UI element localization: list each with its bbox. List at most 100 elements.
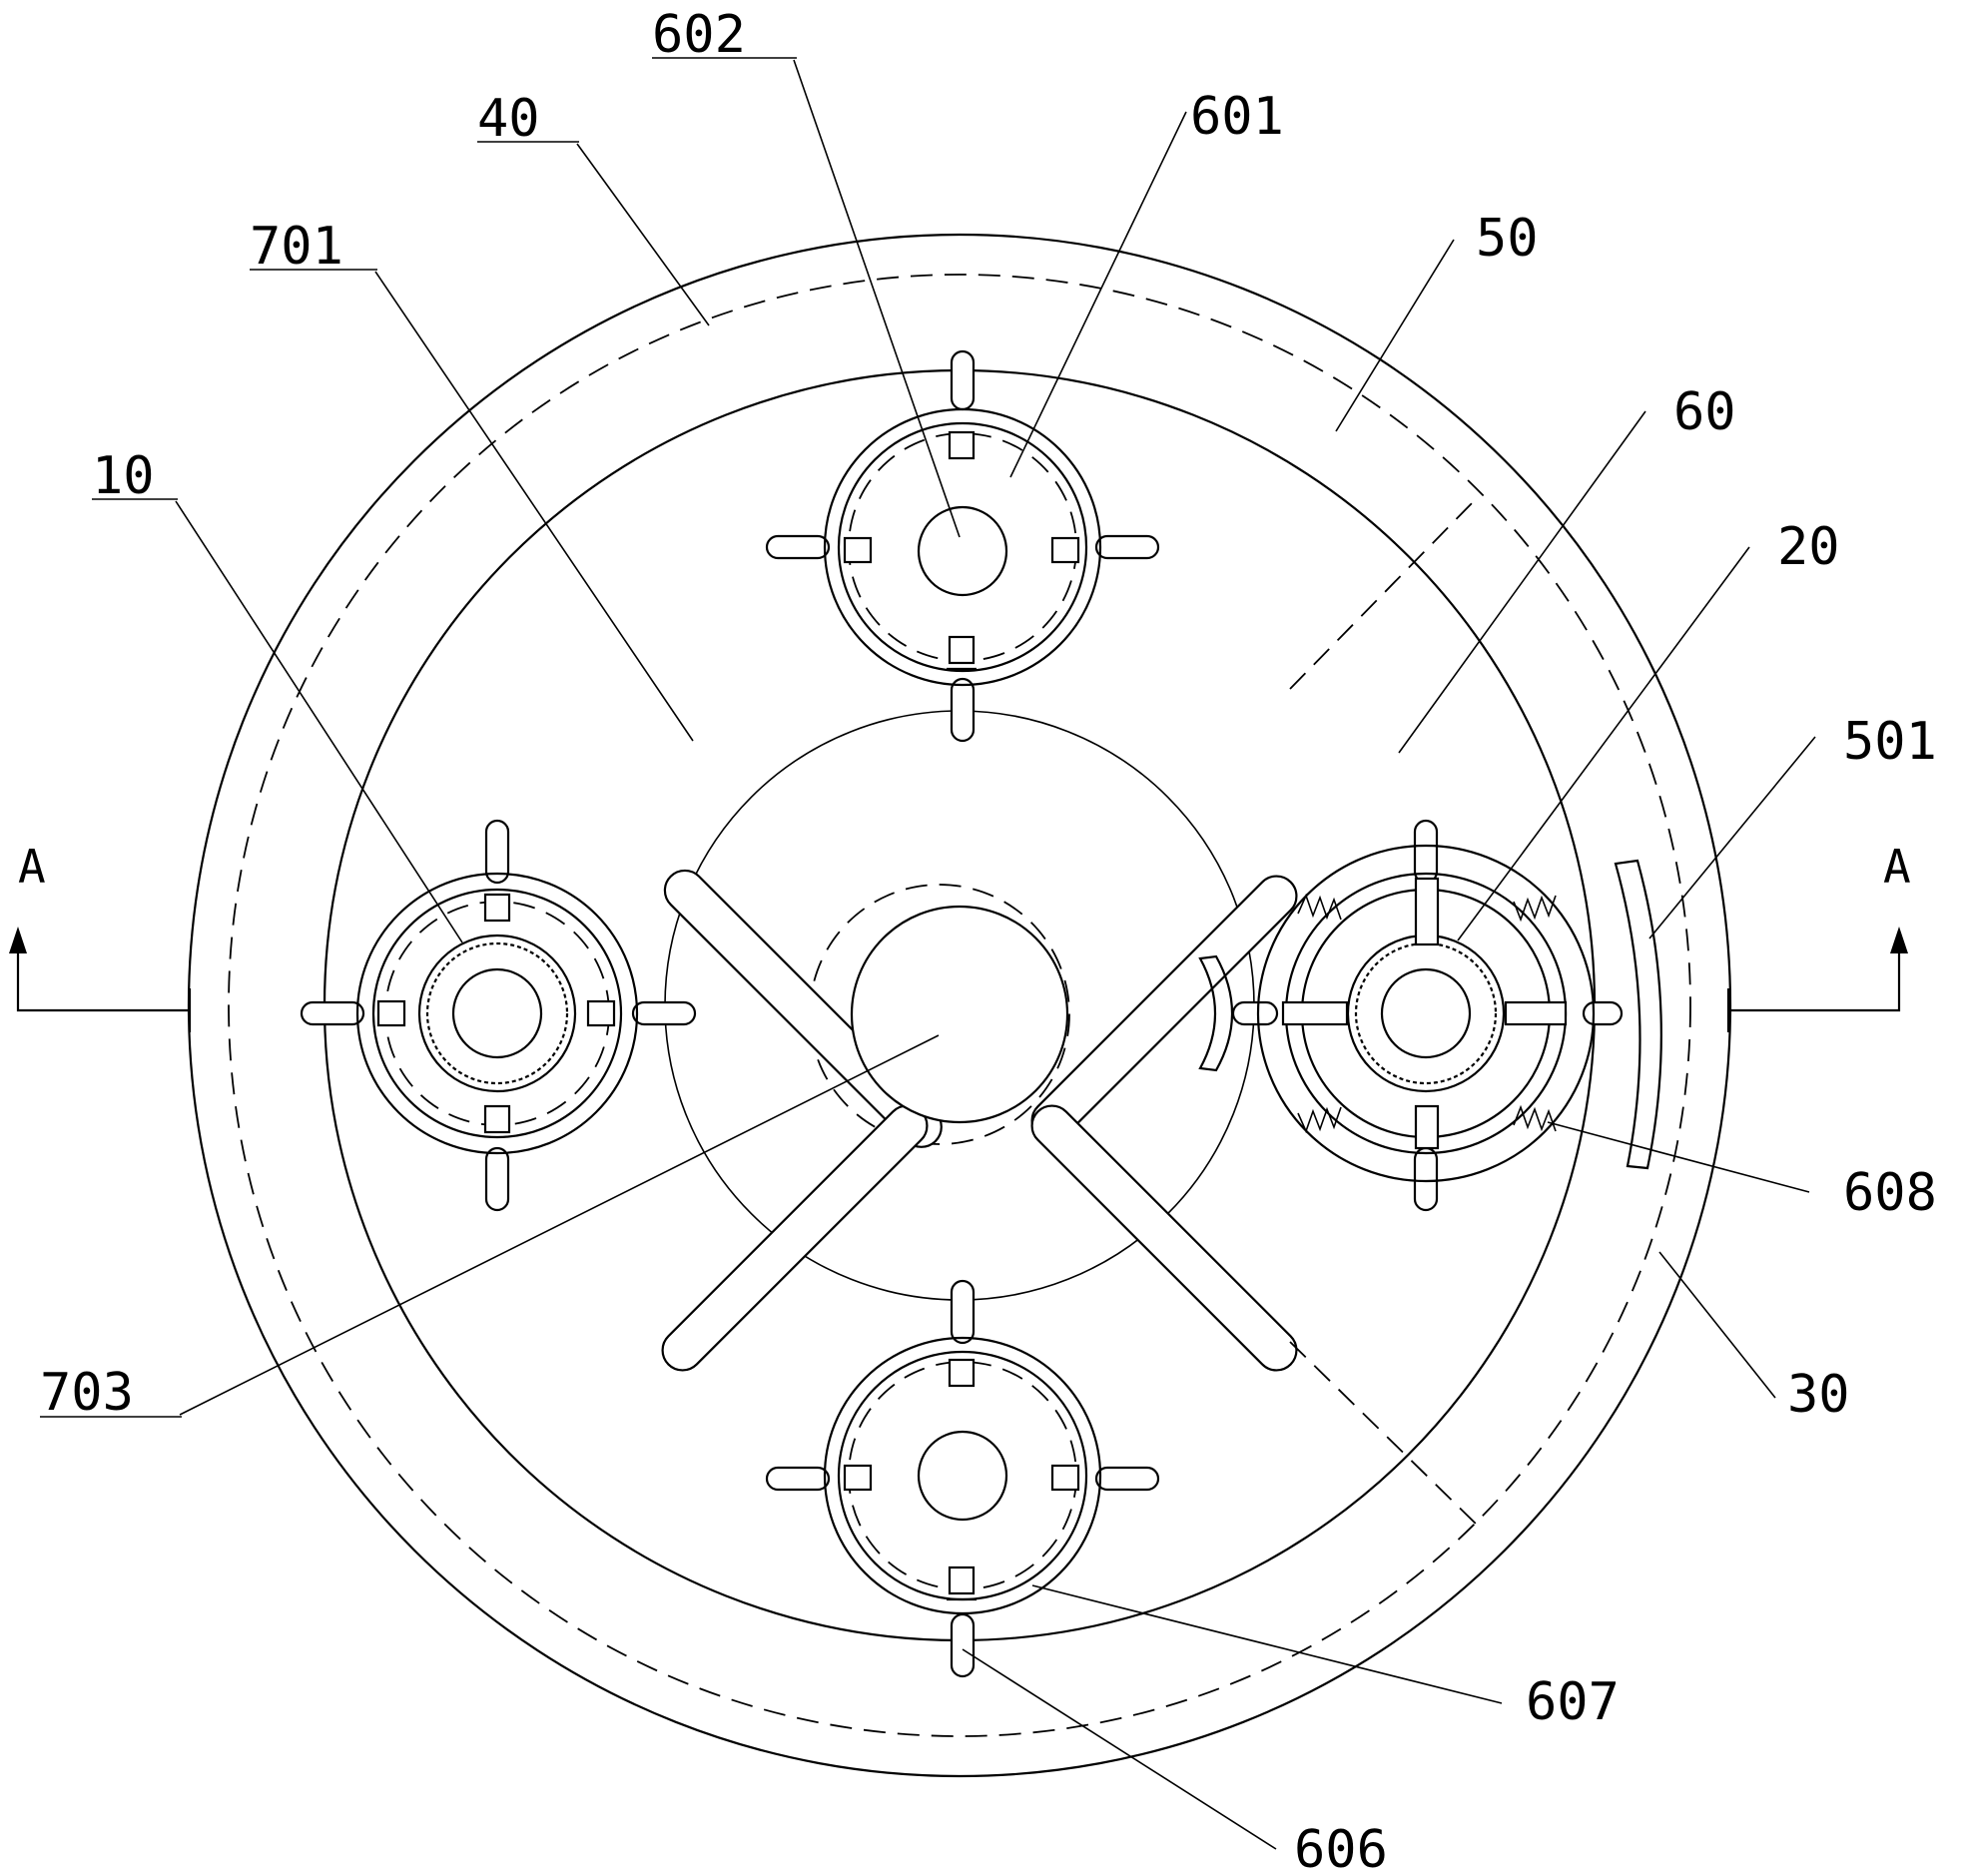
top-ring-dash [848,432,1077,662]
left-ring-outer [355,872,639,1155]
pin-top-left [765,534,831,560]
station-top [765,349,1160,743]
dash-extension-ne [1289,498,1477,690]
label-40: 40 [477,89,540,149]
label-608: 608 [1843,1163,1937,1223]
section-label-right: A [1883,840,1911,894]
pin-bottom-down [950,1612,976,1678]
arc-block-inner [1198,954,1234,1072]
leader-606 [962,1648,1277,1850]
left-core [451,967,543,1059]
pin-top-up [950,349,976,411]
pin-bottom-right [1094,1466,1160,1492]
section-line [9,927,1908,1032]
section-right-line [1728,946,1901,1012]
label-10: 10 [92,446,155,506]
dashed-ring-30 [228,274,1691,1737]
leader-602-diag [793,59,961,538]
label-601: 601 [1190,87,1284,147]
right-ring-large [1256,844,1596,1183]
right-core [1380,967,1472,1059]
right-lug-up [1414,877,1440,946]
label-602: 602 [652,5,746,65]
section-left-arrow [9,927,27,953]
pin-right-down [1413,1146,1439,1212]
arc-block-501 [1614,859,1662,1170]
leader-20 [1457,546,1750,941]
bottom-lug-up [948,1358,976,1388]
leader-10-diag [175,500,463,943]
label-703: 703 [40,1363,134,1423]
left-ring-mid [371,888,623,1139]
leader-lines [40,57,1816,1850]
leader-60 [1398,410,1646,754]
leader-701-diag [374,271,694,742]
spring-608-se [1513,1104,1557,1132]
leader-703-diag [179,1034,940,1416]
arm-lower-right [1030,1104,1298,1372]
bottom-lug-down [948,1565,976,1595]
label-701: 701 [250,217,343,277]
right-lug-left [1281,1000,1349,1026]
section-label-left: A [18,840,46,894]
pin-left-down [484,1146,510,1212]
right-gear-inner [1354,941,1498,1085]
label-607: 607 [1526,1672,1620,1732]
leader-501 [1648,736,1816,939]
diagonal-arms [661,498,1481,1529]
leader-601 [1009,111,1187,478]
spring-608-nw [1297,893,1342,921]
center-hub [850,905,1069,1124]
pin-top-down [950,677,976,743]
pin-bottom-left [765,1466,831,1492]
bottom-lug-left [843,1464,873,1492]
bottom-ring-mid [837,1350,1088,1601]
top-lug-up [948,430,976,460]
pin-left-left [300,1000,365,1026]
pin-left-up [484,819,510,885]
left-lug-left [376,999,406,1027]
label-501: 501 [1843,712,1937,772]
left-lug-down [483,1104,511,1134]
left-lug-up [483,893,511,923]
reference-numerals: 602 40 601 701 50 60 10 20 501 608 703 3… [18,5,1937,1876]
top-ring-outer [823,407,1102,687]
left-lug-right [586,999,616,1027]
leader-608 [1547,1121,1810,1193]
station-right [1198,819,1662,1212]
top-lug-right [1050,536,1080,564]
section-left-line [16,946,190,1012]
left-gear-outer [417,934,577,1093]
top-ring-mid [837,421,1088,673]
pin-bottom-up [950,1279,976,1345]
right-gear-outer [1346,934,1506,1093]
top-lug-down [948,635,976,665]
left-gear-inner [425,941,569,1085]
bottom-lug-right [1050,1464,1080,1492]
label-606: 606 [1294,1820,1388,1876]
label-60: 60 [1673,382,1736,442]
pin-left-right [631,1000,697,1026]
label-20: 20 [1777,517,1840,577]
leader-30 [1658,1251,1776,1399]
pin-right-left [1231,1000,1279,1026]
right-lug-right [1504,1000,1568,1026]
bottom-core [917,1430,1008,1522]
pin-top-right [1094,534,1160,560]
spring-608-sw [1297,1106,1342,1134]
dash-extension-se [1289,1341,1481,1529]
station-bottom [765,1279,1160,1678]
pin-right-right [1582,1000,1624,1026]
bottom-ring-dash [848,1361,1077,1590]
top-core [917,505,1008,597]
bottom-ring-outer [823,1336,1102,1615]
section-right-arrow [1890,927,1908,953]
label-50: 50 [1476,209,1539,269]
station-left [300,819,697,1212]
leader-607 [1031,1584,1503,1704]
arm-lower-left [661,1104,929,1372]
spring-608-ne [1513,895,1557,923]
right-lug-down [1414,1104,1440,1150]
top-lug-left [843,536,873,564]
